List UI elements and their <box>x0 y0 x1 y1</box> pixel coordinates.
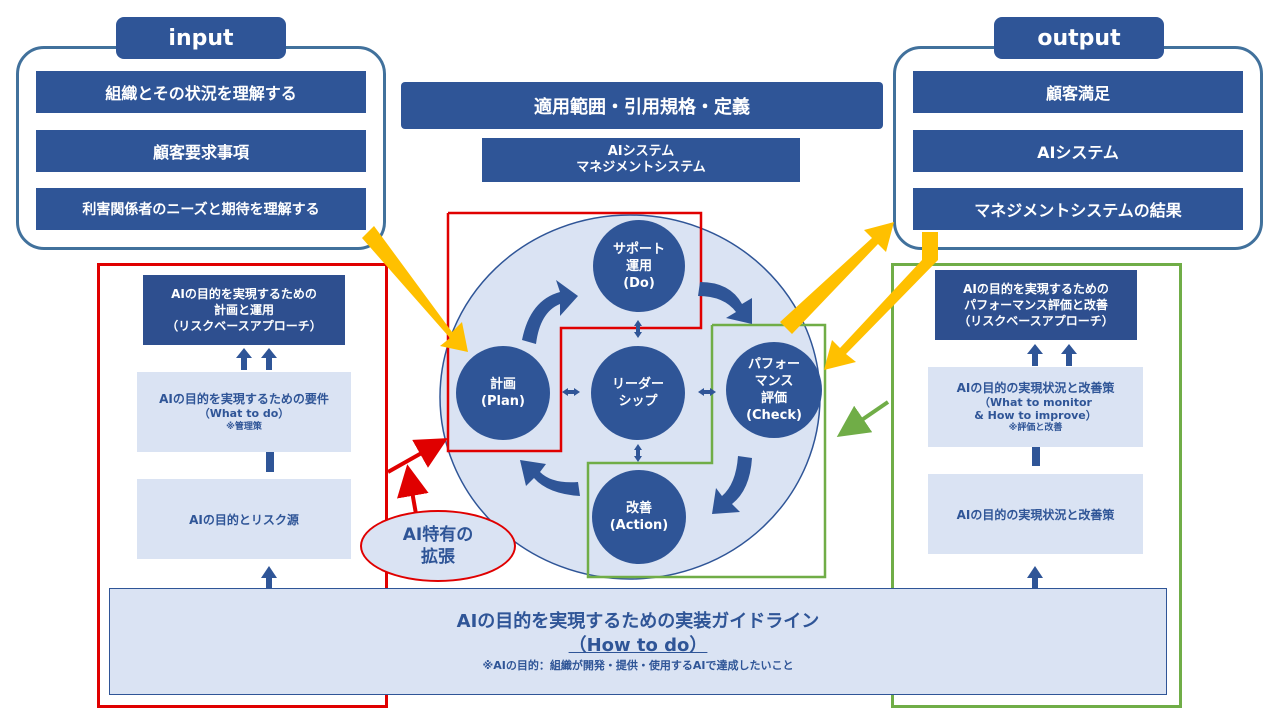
arrow-leader-action <box>634 444 642 462</box>
ai-system-box: AIシステム マネジメントシステム <box>482 138 800 182</box>
red-arrow-1 <box>387 438 448 474</box>
arrow-do-leader <box>634 320 642 338</box>
left-requirements-sub: （What to do） <box>198 407 290 420</box>
red-arrow-2 <box>397 464 429 515</box>
green-arrow <box>836 400 890 438</box>
arrow-plan-leader <box>562 388 580 396</box>
input-item-1: 組織とその状況を理解する <box>36 71 366 113</box>
right-up-arrow-1 <box>1027 344 1043 366</box>
left-plan-box: AIの目的を実現するための 計画と運用 （リスクベースアプローチ） <box>143 275 345 345</box>
cycle-arrow-check-action <box>712 456 752 514</box>
left-requirements-box: AIの目的を実現するための要件 （What to do） ※管理策 <box>137 372 351 452</box>
right-eval-box: AIの目的を実現するための パフォーマンス評価と改善 （リスクベースアプローチ） <box>935 270 1137 340</box>
circle-action: 改善 (Action) <box>592 470 686 564</box>
right-status-note: ※評価と改善 <box>1008 423 1063 433</box>
output-item-1: 顧客満足 <box>913 71 1243 113</box>
left-up-arrow-1 <box>236 348 252 370</box>
left-requirements-note: ※管理策 <box>226 422 262 432</box>
right-green-frame <box>891 263 1182 708</box>
guideline-title: AIの目的を実現するための実装ガイドライン <box>456 610 820 632</box>
guideline-note: ※AIの目的：組織が開発・提供・使用するAIで達成したいこと <box>482 658 794 672</box>
input-item-2: 顧客要求事項 <box>36 130 366 172</box>
right-up-arrow-2 <box>1061 344 1077 366</box>
left-risk-box: AIの目的とリスク源 <box>137 479 351 559</box>
right-status-title: AIの目的の実現状況と改善策 <box>956 381 1115 395</box>
left-connector <box>266 452 274 472</box>
input-tab: input <box>116 17 286 59</box>
circle-plan: 計画 (Plan) <box>456 346 550 440</box>
yellow-arrow-output-check <box>824 232 938 370</box>
left-up-arrow-2 <box>261 348 277 370</box>
output-item-3: マネジメントシステムの結果 <box>913 188 1243 230</box>
circle-support-do: サポート 運用 (Do) <box>593 220 685 312</box>
plan-do-red-frame <box>446 211 703 453</box>
guideline-sub: （How to do） <box>568 634 708 656</box>
right-up-arrow-3 <box>1027 566 1043 590</box>
left-requirements-title: AIの目的を実現するための要件 <box>159 392 329 406</box>
yellow-arrow-check-output <box>780 222 894 334</box>
check-action-green-frame <box>586 323 827 579</box>
output-item-2: AIシステム <box>913 130 1243 172</box>
circle-leadership: リーダー シップ <box>591 346 685 440</box>
circle-check: パフォー マンス 評価 (Check) <box>726 342 822 438</box>
right-status-box: AIの目的の実現状況と改善策 （What to monitor & How to… <box>928 367 1143 447</box>
right-status-sub: （What to monitor & How to improve） <box>974 396 1097 422</box>
cycle-arrow-plan-do <box>522 280 578 344</box>
output-tab: output <box>994 17 1164 59</box>
right-connector <box>1032 446 1040 466</box>
yellow-arrow-input-plan <box>362 226 468 352</box>
cycle-arrow-action-plan <box>520 460 580 496</box>
ai-extension-badge: AI特有の 拡張 <box>360 510 516 582</box>
arrow-leader-check <box>698 388 716 396</box>
right-status-box-2: AIの目的の実現状況と改善策 <box>928 474 1143 554</box>
scope-box: 適用範囲・引用規格・定義 <box>401 82 883 129</box>
cycle-arrow-do-check <box>698 282 752 324</box>
left-up-arrow-3 <box>261 566 277 590</box>
left-red-frame <box>97 263 388 708</box>
guideline-box: AIの目的を実現するための実装ガイドライン （How to do） ※AIの目的… <box>109 588 1167 695</box>
input-item-3: 利害関係者のニーズと期待を理解する <box>36 188 366 230</box>
